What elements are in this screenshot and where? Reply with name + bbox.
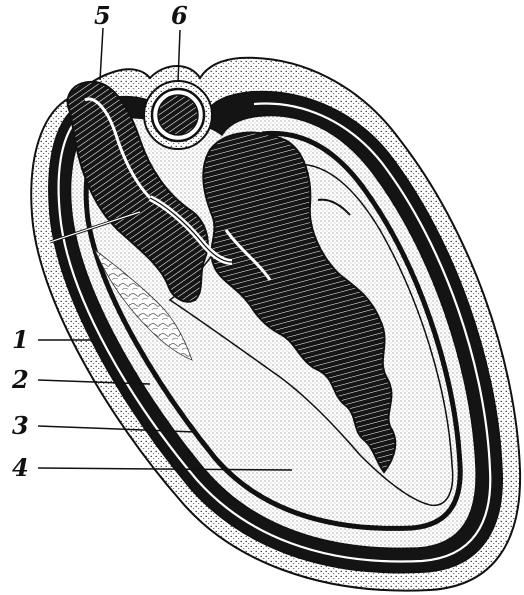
leader-line-5 [100,28,103,80]
label-2: 2 [12,368,29,392]
label-6: 6 [171,4,188,28]
label-1: 1 [12,328,29,352]
label-5: 5 [94,4,111,28]
label-3: 3 [12,414,29,438]
aorta-cross-section [144,81,212,149]
label-4: 4 [12,456,29,480]
